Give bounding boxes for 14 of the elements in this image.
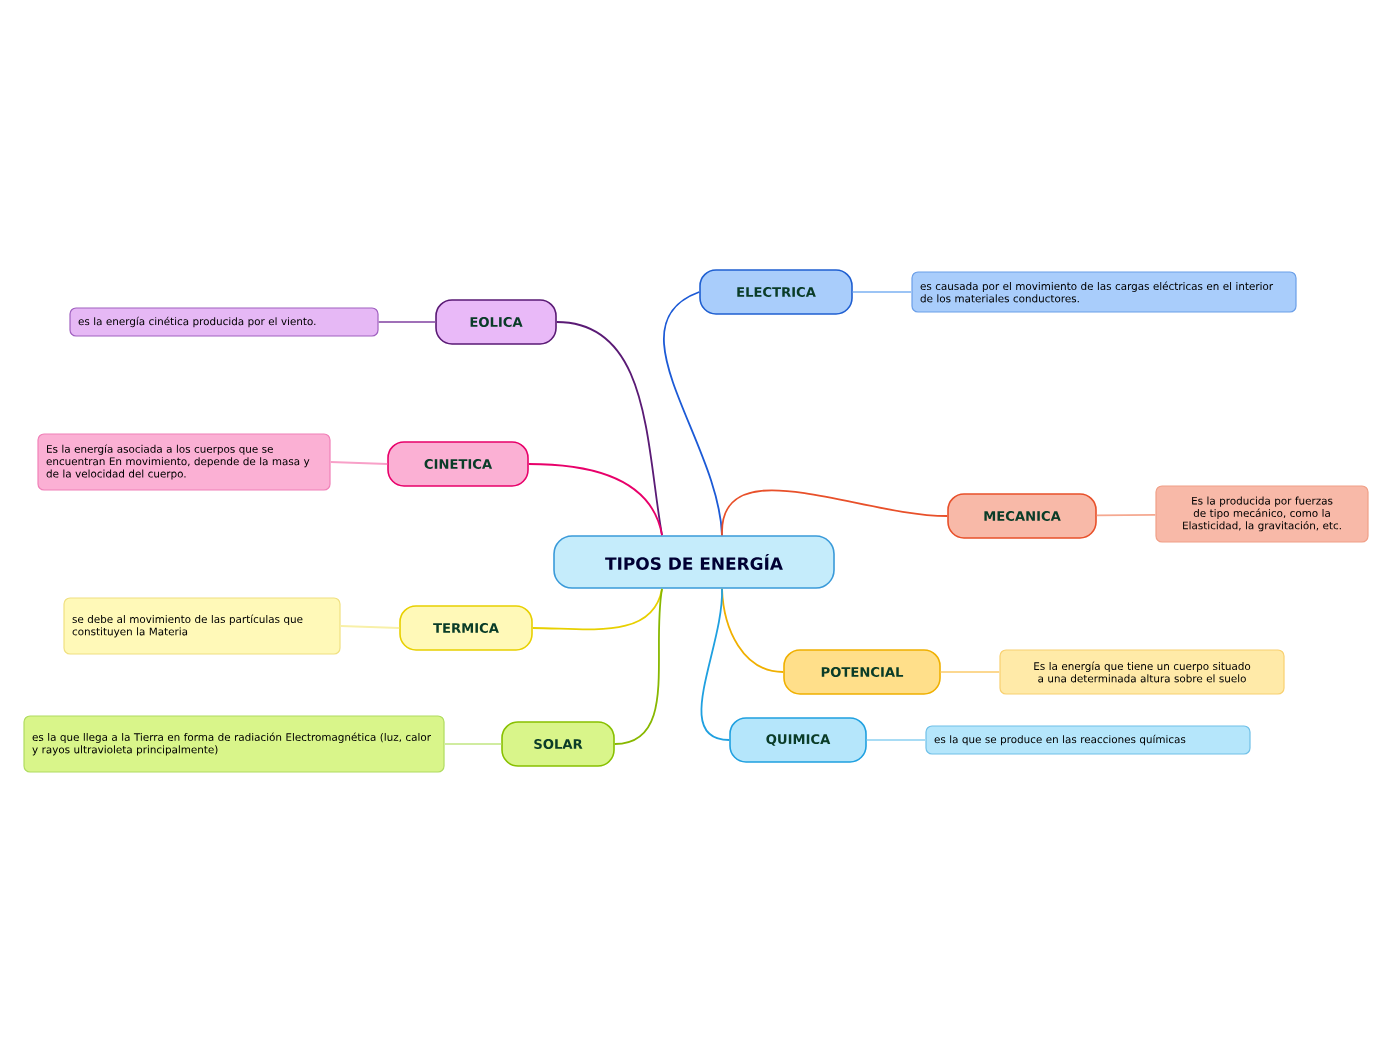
connector <box>1095 514 1157 517</box>
connector <box>700 587 731 741</box>
connector <box>721 489 949 537</box>
connector <box>865 739 927 741</box>
central-topic-box: TIPOS DE ENERGÍA <box>553 535 835 589</box>
connector <box>939 671 1001 673</box>
connector <box>851 291 913 293</box>
connector <box>443 743 503 745</box>
connector <box>329 461 389 465</box>
connector <box>613 587 663 745</box>
connector <box>377 321 437 323</box>
connector <box>527 463 663 537</box>
connector <box>531 587 663 631</box>
connector <box>339 625 401 629</box>
